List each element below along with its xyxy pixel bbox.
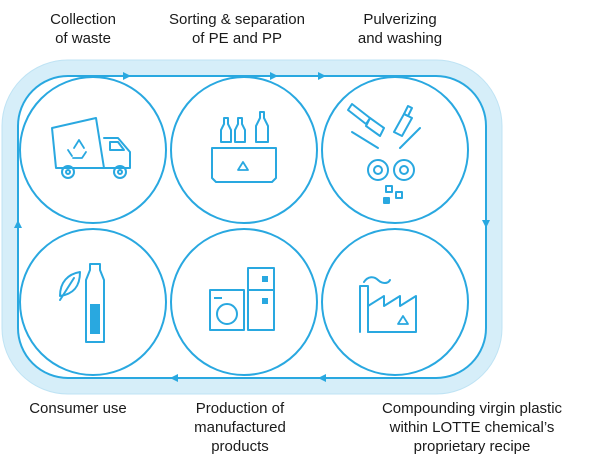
leaf-and-bottle-icon [59,263,105,343]
flow-arrows [14,72,490,382]
factory-recycle-icon [359,276,417,333]
label-pulverizing-line1: Pulverizing [363,11,437,28]
label-production-line3: products [211,438,269,455]
label-production: Production of manufactured products [170,399,310,456]
label-production-line1: Production of [195,400,285,417]
garbage-truck-recycle-icon [51,117,131,179]
label-sorting: Sorting & separation of PE and PP [152,10,322,48]
label-collection: Collection of waste [18,10,148,48]
arrow-top-3 [318,72,326,80]
label-compounding: Compounding virgin plastic within LOTTE … [352,399,592,456]
circle-compounding [321,228,469,376]
arrow-right [482,220,490,228]
label-sorting-line2: of PE and PP [191,30,283,47]
cycle-band-edge [1,59,503,395]
label-collection-line2: of waste [55,30,111,47]
label-compounding-line2: within LOTTE chemical’s [389,419,555,436]
label-sorting-line1: Sorting & separation [169,11,305,28]
label-consumer-use: Consumer use [8,399,148,418]
arrow-bottom-1 [318,374,326,382]
label-consumer-line1: Consumer use [29,400,127,417]
arrow-bottom-2 [170,374,178,382]
cycle-band [2,60,502,394]
circle-pulverizing [321,76,469,224]
bottle-shredder-icon [347,103,421,204]
label-pulverizing: Pulverizing and washing [330,10,470,48]
bottles-in-recycle-bin-icon [211,111,277,183]
circle-consumer [19,228,167,376]
arrow-left [14,220,22,228]
label-production-line2: manufactured [194,419,286,436]
circle-collection [19,76,167,224]
arrow-top-2 [270,72,278,80]
label-pulverizing-line2: and washing [357,30,443,47]
label-compounding-line3: proprietary recipe [413,438,531,455]
label-compounding-line1: Compounding virgin plastic [381,400,563,417]
arrow-top-1 [123,72,131,80]
label-collection-line1: Collection [50,11,116,28]
washer-and-fridge-icon [209,267,275,331]
